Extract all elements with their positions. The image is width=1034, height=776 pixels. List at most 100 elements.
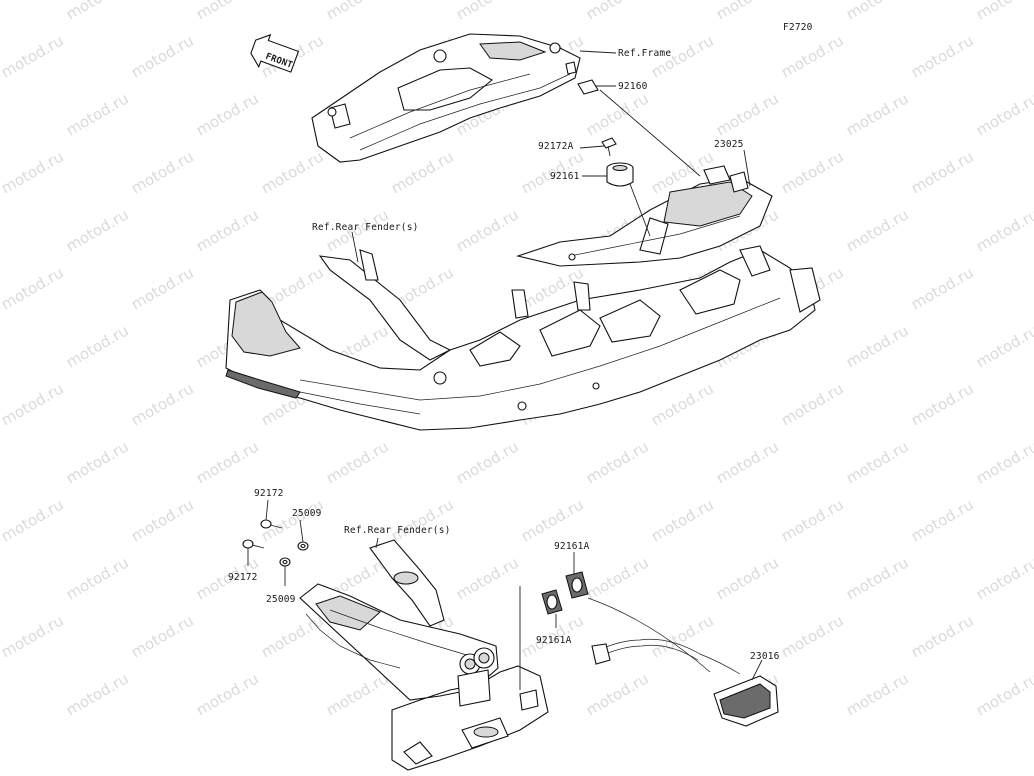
watermark-text: motod.ru [63, 89, 132, 139]
watermark-text: motod.ru [193, 437, 262, 487]
watermark-text: motod.ru [193, 669, 262, 719]
watermark-text: motod.ru [128, 263, 197, 313]
watermark-text: motod.ru [0, 89, 2, 139]
watermark-text: motod.ru [128, 379, 197, 429]
watermark-text: motod.ru [908, 379, 977, 429]
watermark-text: motod.ru [843, 669, 912, 719]
watermark-text: motod.ru [843, 0, 912, 23]
part-92172-screw-lower [242, 539, 265, 549]
label-25009-lower: 25009 [266, 594, 296, 605]
watermark-text: motod.ru [0, 437, 2, 487]
watermark-text: motod.ru [0, 147, 67, 197]
watermark-text: motod.ru [193, 0, 262, 23]
part-92161-grommet [606, 162, 634, 187]
watermark-text: motod.ru [778, 31, 847, 81]
watermark-text: motod.ru [908, 611, 977, 661]
rear-fender-top [225, 245, 821, 431]
watermark-text: motod.ru [973, 553, 1034, 603]
label-92172-lower: 92172 [228, 572, 258, 583]
watermark-text: motod.ru [713, 553, 782, 603]
watermark-text: motod.ru [973, 437, 1034, 487]
watermark-text: motod.ru [388, 147, 457, 197]
watermark-text: motod.ru [973, 0, 1034, 23]
watermark-text: motod.ru [63, 0, 132, 23]
rear-fender-bottom [299, 539, 549, 771]
watermark-text: motod.ru [843, 553, 912, 603]
watermark-text: motod.ru [0, 553, 2, 603]
label-ref-rear-fender-bottom: Ref.Rear Fender(s) [344, 525, 451, 536]
watermark-text: motod.ru [63, 669, 132, 719]
watermark-text: motod.ru [908, 147, 977, 197]
part-25009-washer-lower [279, 557, 291, 567]
watermark-text: motod.ru [778, 495, 847, 545]
watermark-text: motod.ru [193, 205, 262, 255]
watermark-text: motod.ru [0, 495, 67, 545]
watermark-text: motod.ru [453, 553, 522, 603]
label-ref-rear-fender-top: Ref.Rear Fender(s) [312, 222, 419, 233]
watermark-text: motod.ru [713, 0, 782, 23]
watermark-text: motod.ru [323, 437, 392, 487]
watermark-text: motod.ru [0, 0, 2, 23]
part-92161A-grommet-lower [541, 589, 563, 615]
label-23016: 23016 [750, 651, 780, 662]
part-92172A-screw [601, 137, 617, 157]
watermark-text: motod.ru [63, 437, 132, 487]
watermark-text: motod.ru [908, 495, 977, 545]
watermark-text: motod.ru [128, 611, 197, 661]
label-25009-upper: 25009 [292, 508, 322, 519]
part-23016-lamp [587, 597, 779, 727]
watermark-text: motod.ru [453, 437, 522, 487]
watermark-text: motod.ru [323, 669, 392, 719]
watermark-text: motod.ru [583, 437, 652, 487]
part-92161A-grommet-upper [565, 571, 589, 599]
watermark-text: motod.ru [583, 669, 652, 719]
watermark-text: motod.ru [908, 263, 977, 313]
watermark-text: motod.ru [128, 147, 197, 197]
watermark-text: motod.ru [388, 495, 457, 545]
watermark-text: motod.ru [128, 31, 197, 81]
frame-part [311, 33, 581, 163]
label-ref-frame: Ref.Frame [618, 48, 671, 59]
leader-lines [247, 50, 763, 681]
part-25009-washer-upper [297, 541, 309, 551]
watermark-text: motod.ru [0, 31, 67, 81]
watermark-text: motod.ru [193, 89, 262, 139]
watermark-text: motod.ru [63, 553, 132, 603]
watermark-text: motod.ru [843, 89, 912, 139]
watermark-text: motod.ru [648, 495, 717, 545]
watermark-text: motod.ru [323, 0, 392, 23]
label-92172-upper: 92172 [254, 488, 284, 499]
watermark-text: motod.ru [973, 89, 1034, 139]
watermark-text: motod.ru [843, 321, 912, 371]
label-92161: 92161 [550, 171, 580, 182]
watermark-text: motod.ru [453, 0, 522, 23]
watermark-text: motod.ru [0, 611, 67, 661]
watermark-text: motod.ru [63, 205, 132, 255]
watermark-text: motod.ru [778, 611, 847, 661]
label-92161A-lower: 92161A [536, 635, 572, 646]
watermark-text: motod.ru [843, 205, 912, 255]
watermark-text: motod.ru [0, 321, 2, 371]
watermark-text: motod.ru [0, 669, 2, 719]
watermark-text: motod.ru [648, 379, 717, 429]
watermark-text: motod.ru [973, 669, 1034, 719]
watermark-text: motod.ru [63, 321, 132, 371]
watermark-text: motod.ru [0, 205, 2, 255]
label-92172A: 92172A [538, 141, 574, 152]
watermark-text: motod.ru [713, 89, 782, 139]
watermark-text: motod.ru [778, 147, 847, 197]
watermark-text: motod.ru [258, 147, 327, 197]
watermark-text: motod.ru [778, 379, 847, 429]
watermark-text: motod.ru [583, 0, 652, 23]
watermark-text: motod.ru [518, 495, 587, 545]
watermark-text: motod.ru [0, 263, 67, 313]
label-23025: 23025 [714, 139, 744, 150]
label-92160: 92160 [618, 81, 648, 92]
watermark-text: motod.ru [258, 611, 327, 661]
watermark-text: motod.ru [973, 205, 1034, 255]
watermark-text: motod.ru [973, 321, 1034, 371]
watermark-text: motod.ru [128, 495, 197, 545]
watermark-text: motod.ru [908, 31, 977, 81]
